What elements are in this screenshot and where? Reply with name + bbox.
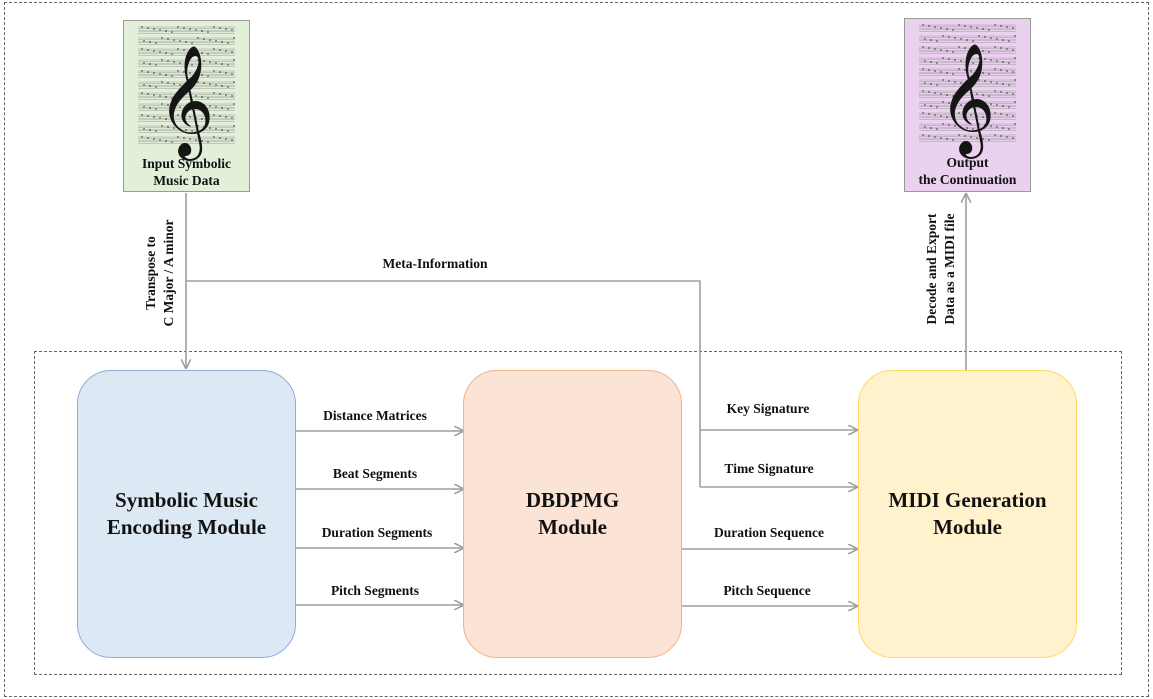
transpose-label-line1: Transpose to (143, 236, 158, 310)
midi-module-line2: Module (933, 515, 1002, 539)
input-label-line1: Input Symbolic (142, 156, 231, 171)
output-label-line1: Output (946, 155, 989, 170)
meta-information-label: Meta-Information (382, 256, 488, 271)
sheet-music-icon: 𝄞 (138, 26, 235, 161)
dbdpmg-module-line2: Module (538, 515, 607, 539)
input-label-line2: Music Data (153, 173, 220, 188)
input-music-document: 𝄞 Input Symbolic Music Data (123, 20, 250, 192)
pitch-sequence-label: Pitch Sequence (723, 583, 811, 598)
midi-module-line1: MIDI Generation (888, 488, 1047, 512)
decode-label-line1: Decode and Export (924, 213, 939, 325)
transpose-label-line2: C Major / A minor (161, 219, 176, 327)
encoding-module-line1: Symbolic Music (115, 488, 258, 512)
time-signature-label: Time Signature (724, 461, 814, 476)
key-signature-label: Key Signature (726, 401, 810, 416)
output-label-line2: the Continuation (918, 172, 1017, 187)
duration-segments-label: Duration Segments (321, 525, 433, 540)
dbdpmg-module: DBDPMG Module (463, 370, 682, 658)
inner-dashed-frame (34, 351, 1122, 675)
decode-export-label: Decode and Export Data as a MIDI file (923, 214, 959, 325)
symbolic-music-encoding-module: Symbolic Music Encoding Module (77, 370, 296, 658)
beat-segments-label: Beat Segments (332, 466, 418, 481)
dbdpmg-module-line1: DBDPMG (525, 488, 620, 512)
transpose-label: Transpose to C Major / A minor (142, 220, 178, 327)
decode-label-line2: Data as a MIDI file (942, 213, 957, 325)
duration-sequence-label: Duration Sequence (714, 525, 824, 540)
outer-dashed-frame (4, 2, 1149, 697)
output-music-document: 𝄞 Output the Continuation (904, 18, 1031, 192)
distance-matrices-label: Distance Matrices (323, 408, 427, 423)
meta-information-line (186, 280, 701, 487)
encoding-module-line2: Encoding Module (106, 515, 267, 539)
pitch-segments-label: Pitch Segments (330, 583, 420, 598)
midi-generation-module: MIDI Generation Module (858, 370, 1077, 658)
svg-text:𝄞: 𝄞 (158, 44, 215, 161)
svg-text:𝄞: 𝄞 (939, 42, 996, 159)
sheet-music-icon: 𝄞 (919, 24, 1016, 159)
